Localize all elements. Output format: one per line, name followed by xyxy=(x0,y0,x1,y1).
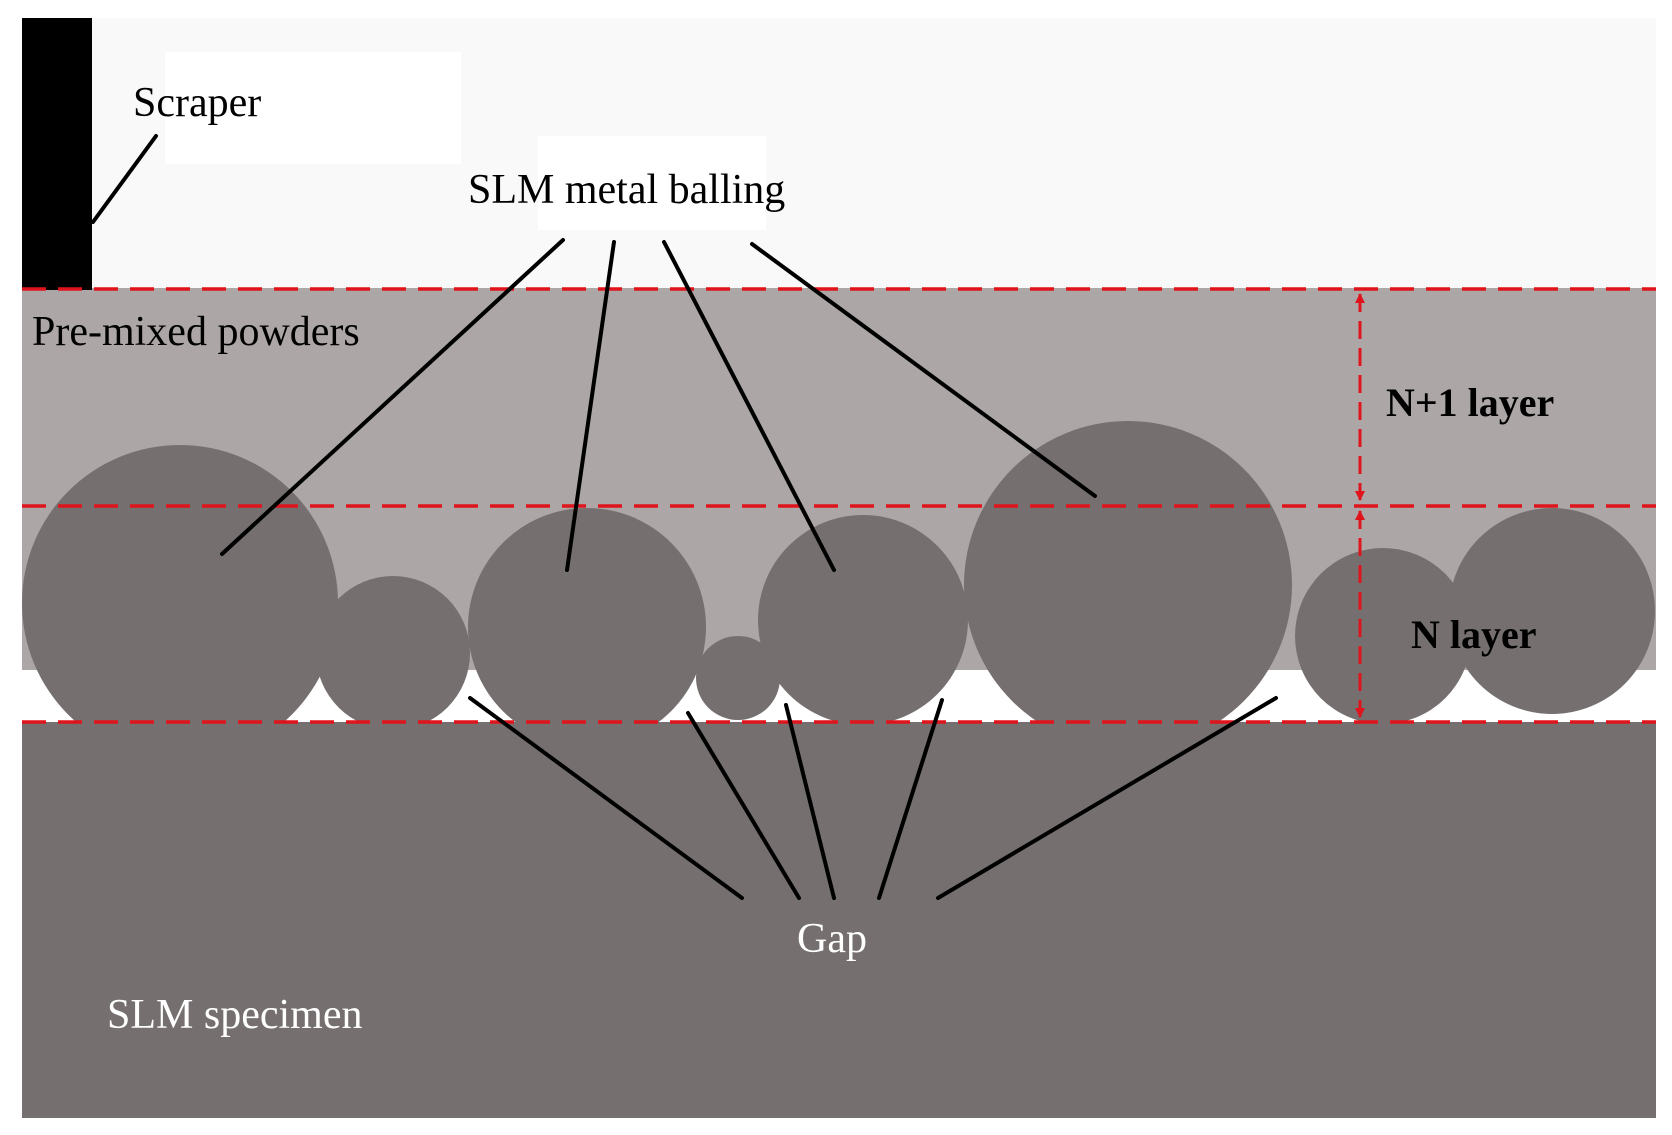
metal-ball xyxy=(696,636,780,720)
gap-leader xyxy=(784,703,836,900)
balling-leader xyxy=(565,240,616,572)
layer-boundaries xyxy=(22,287,1656,724)
n-layer-label: N layer xyxy=(1411,612,1537,657)
balling-leader xyxy=(220,238,565,556)
scraper-bar xyxy=(22,18,92,290)
metal-ball xyxy=(22,445,338,761)
gap-leader xyxy=(936,696,1278,900)
balling-leader xyxy=(750,242,1097,498)
scraper-label: Scraper xyxy=(133,80,261,126)
balling-leader xyxy=(662,240,836,572)
powders-label: Pre-mixed powders xyxy=(32,309,360,355)
metal-ball xyxy=(468,508,706,746)
gap-leader xyxy=(686,711,801,900)
metal-ball xyxy=(758,515,968,725)
balling-label-backdrop xyxy=(538,136,766,230)
metal-balls xyxy=(22,421,1655,761)
metal-ball xyxy=(316,576,470,730)
leader-lines xyxy=(91,134,1278,900)
gap-leader xyxy=(468,696,744,900)
metal-ball xyxy=(1449,508,1655,714)
specimen-block xyxy=(22,722,1656,1118)
gap-leader xyxy=(877,698,944,900)
metal-ball xyxy=(964,421,1292,749)
gap-label: Gap xyxy=(797,916,867,962)
metal-ball xyxy=(1295,548,1471,724)
scraper-label-backdrop xyxy=(165,52,461,164)
scraper-leader xyxy=(91,134,158,224)
specimen-label: SLM specimen xyxy=(107,992,362,1038)
n1-layer-label: N+1 layer xyxy=(1386,380,1554,425)
balling-label: SLM metal balling xyxy=(468,167,785,213)
